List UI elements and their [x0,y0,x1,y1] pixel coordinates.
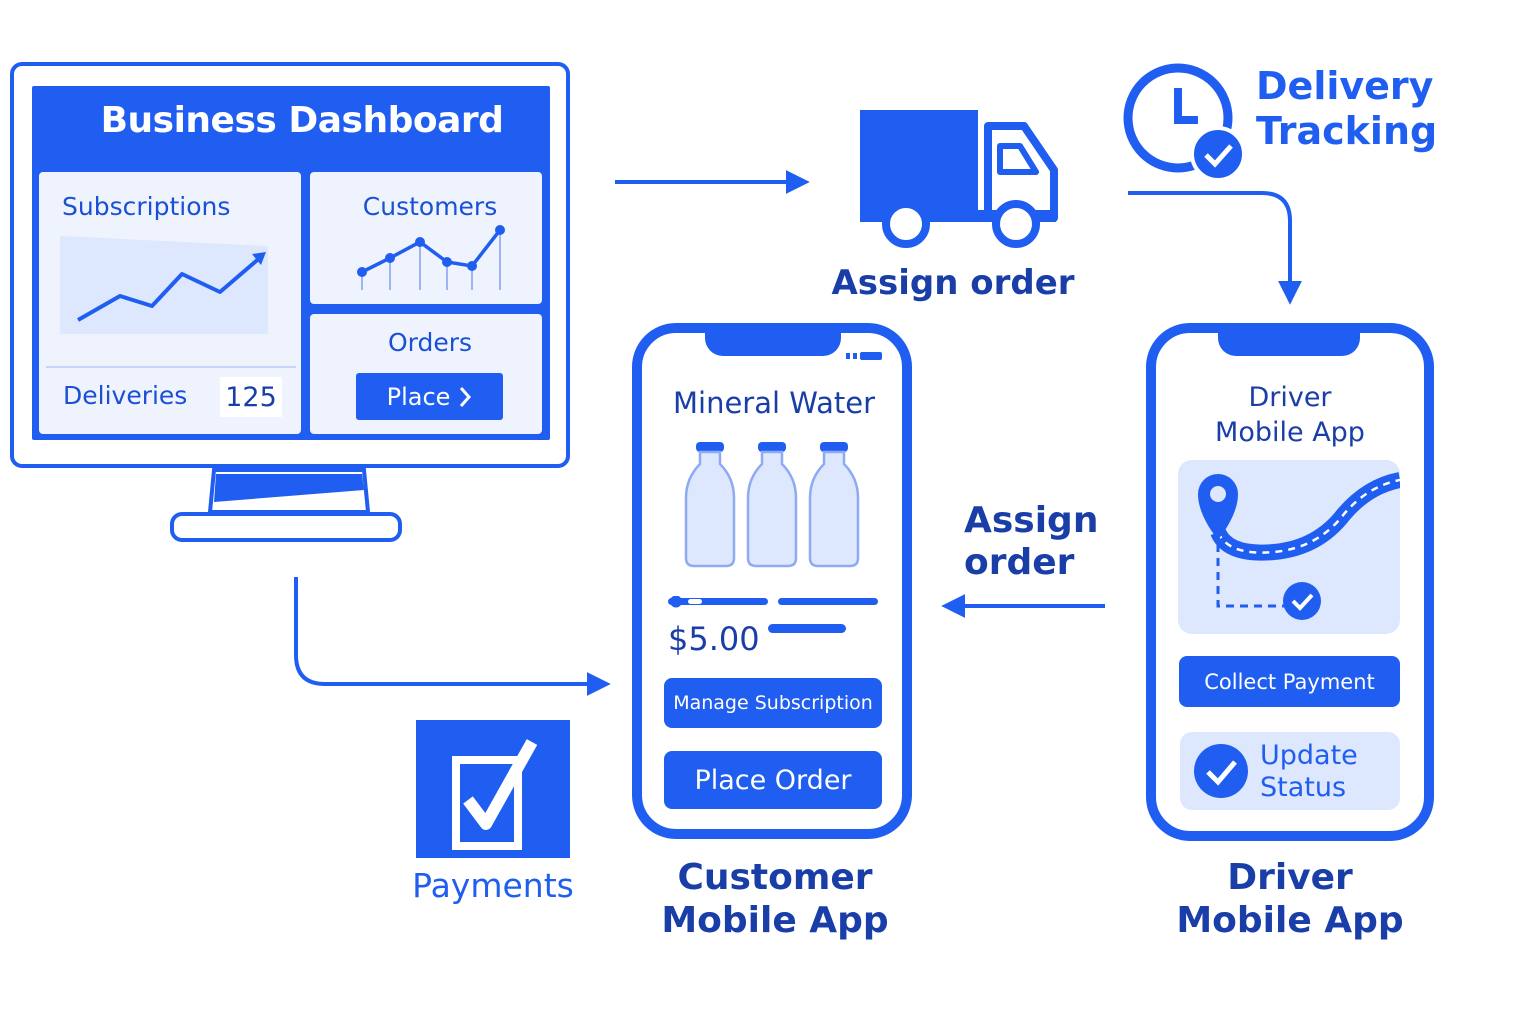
driver-app-title: Driver Mobile App [1166,380,1414,450]
customer-caption-line2: Mobile App [661,900,889,942]
subscriptions-label: Subscriptions [62,192,231,221]
clock-icon [1123,63,1246,182]
check-badge-icon [1283,582,1321,620]
customers-chart [357,225,505,290]
place-button-label: Place [386,382,451,411]
place-button[interactable]: Place [356,373,503,420]
customer-phone-notch [705,330,841,356]
driver-caption-line1: Driver [1227,857,1353,898]
checkbox-icon [416,720,570,858]
assign-order-side-line2: order [964,542,1075,584]
panel-divider [46,366,296,368]
deliveries-count: 125 [220,377,282,417]
subscriptions-trend-chart [60,236,268,334]
map-pin-icon [1198,474,1238,540]
detail-placeholder-bars [668,596,878,633]
check-badge-icon [1190,126,1246,182]
assign-order-side-label: Assign order [964,500,1098,585]
deliveries-label: Deliveries [63,381,188,410]
driver-caption-line2: Mobile App [1176,900,1404,942]
driver-title-line1: Driver [1248,382,1332,413]
update-status-label: Update Status [1260,740,1358,805]
dashboard-title: Business Dashboard [100,100,504,141]
product-name: Mineral Water [673,386,875,420]
customer-app-caption: Customer Mobile App [640,856,910,942]
update-status-line1: Update [1260,740,1358,771]
orders-label: Orders [387,328,473,357]
chevron-right-icon [460,386,472,407]
collect-payment-button[interactable]: Collect Payment [1179,656,1400,707]
assign-order-label: Assign order [831,263,1075,303]
customer-caption-line1: Customer [677,857,873,898]
status-bar-icon [846,352,882,360]
driver-title-line2: Mobile App [1215,417,1365,449]
route-map [1178,460,1400,634]
customers-label: Customers [362,192,498,221]
update-status-line2: Status [1260,772,1347,804]
driver-phone-notch [1218,330,1360,356]
check-circle-icon [1194,744,1248,798]
assign-order-side-line1: Assign [964,500,1099,541]
monitor-stand [170,468,402,542]
customers-panel [310,172,542,304]
arrow-tracking-to-driver [1128,191,1302,305]
water-bottle-icon [684,442,736,568]
product-price: $5.00 [668,620,760,658]
water-bottles [684,442,860,568]
manage-subscription-button[interactable]: Manage Subscription [664,678,882,728]
delivery-tracking-label: Delivery Tracking [1256,64,1437,154]
payments-label: Payments [412,866,574,905]
arrow-dashboard-to-customer [294,577,611,696]
driver-app-caption: Driver Mobile App [1152,856,1428,942]
delivery-tracking-line2: Tracking [1256,108,1438,153]
place-order-button[interactable]: Place Order [664,751,882,809]
delivery-tracking-line1: Delivery [1256,64,1434,108]
truck-icon [860,110,1058,248]
